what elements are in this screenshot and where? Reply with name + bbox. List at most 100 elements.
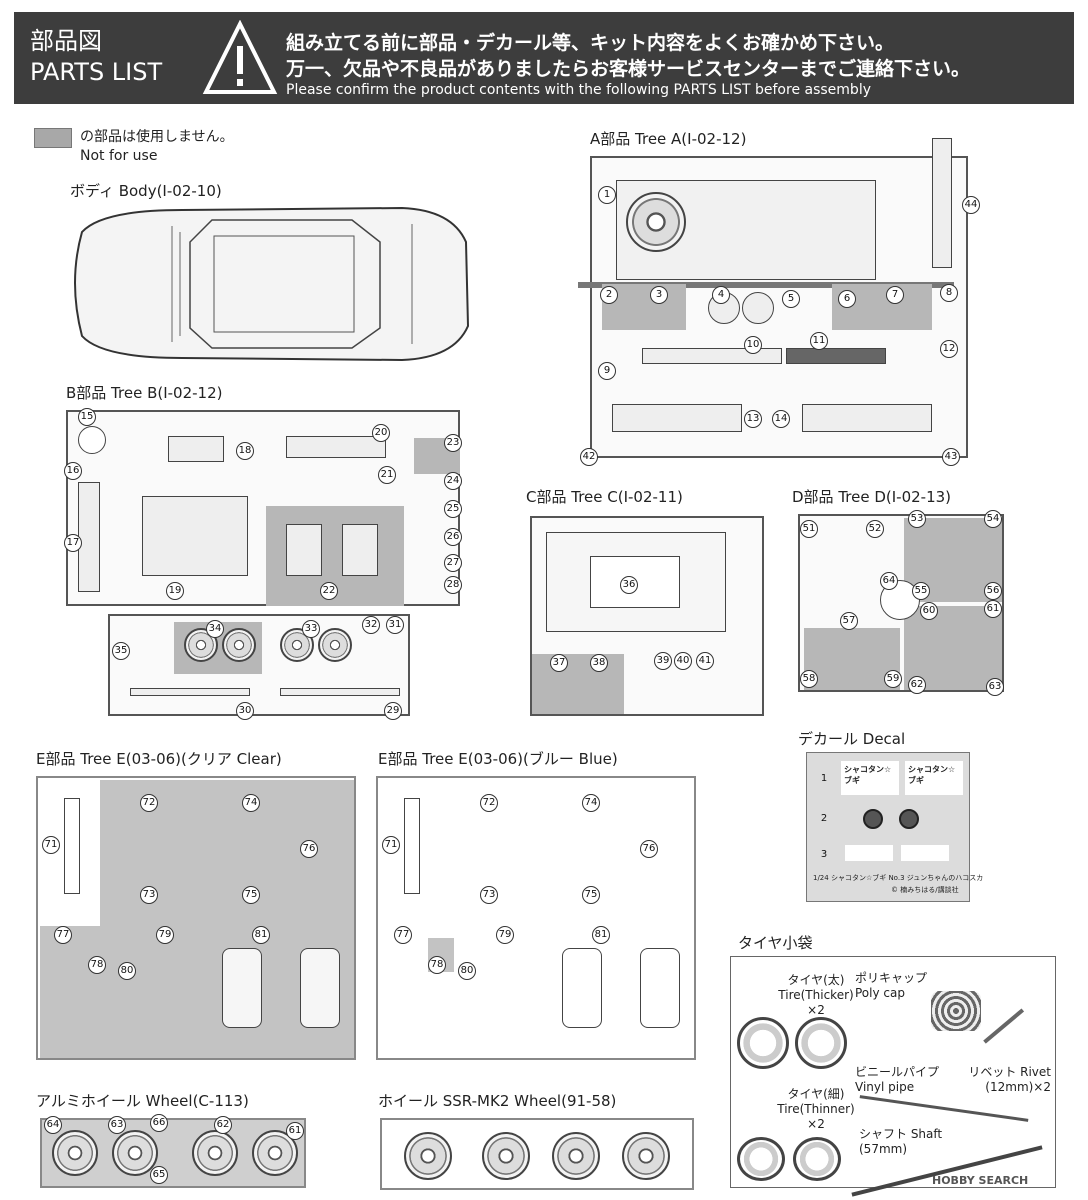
tree-c-label: C部品 Tree C(I-02-11): [526, 488, 683, 506]
part-number: 28: [444, 576, 462, 594]
part-number: 77: [394, 926, 412, 944]
part-number: 33: [302, 620, 320, 638]
seat-part: [142, 496, 248, 576]
polycap-parts: [931, 991, 981, 1031]
runner-bar: [578, 282, 954, 288]
part-number: 65: [150, 1166, 168, 1184]
part-number: 26: [444, 528, 462, 546]
rivet-jp: リベット Rivet: [968, 1065, 1051, 1079]
part-number: 71: [382, 836, 400, 854]
part-number: 59: [884, 670, 902, 688]
warning-triangle-icon: [202, 20, 278, 94]
shaft-label: シャフト Shaft (57mm): [859, 1127, 942, 1157]
page-title: 部品図 PARTS LIST: [30, 26, 162, 88]
part-number: 60: [920, 602, 938, 620]
shaft-en: (57mm): [859, 1142, 908, 1156]
part-number: 30: [236, 702, 254, 720]
decal-caption: 1/24 シャコタン☆ブギ No.3 ジュンちゃんのハコスカ: [813, 874, 984, 882]
part-number: 53: [908, 510, 926, 528]
part-number: 21: [378, 466, 396, 484]
ssr-wheel-2: [482, 1132, 530, 1180]
decal-sheet: 1 2 3 シャコタン☆ブギ シャコタン☆ブギ 1/24 シャコタン☆ブギ No…: [806, 752, 983, 902]
part-number: 77: [54, 926, 72, 944]
part-number: 5: [782, 290, 800, 308]
notice-line-2: 万一、欠品や不良品がありましたらお客様サービスセンターまでご連絡下さい。: [286, 58, 971, 80]
tire-thin-en: Tire(Thinner): [777, 1102, 855, 1116]
tire-thin-label: タイヤ(細) Tire(Thinner) ×2: [771, 1087, 861, 1132]
tree-b-runner-upper: [66, 410, 460, 606]
part-number: 43: [942, 448, 960, 466]
decal-logo-1: シャコタン☆ブギ: [841, 761, 899, 795]
part-number: 8: [940, 284, 958, 302]
wheel-34b: [222, 628, 256, 662]
decal-logo-2: シャコタン☆ブギ: [905, 761, 963, 795]
tire-thin-qty: ×2: [807, 1117, 825, 1131]
part-number: 73: [140, 886, 158, 904]
decal-script-1: [845, 845, 893, 861]
part-number: 81: [592, 926, 610, 944]
part-29: [280, 688, 400, 696]
part-number: 54: [984, 510, 1002, 528]
tire-thick-1: [737, 1017, 789, 1069]
shaft-jp: シャフト Shaft: [859, 1127, 943, 1141]
part-number: 17: [64, 534, 82, 552]
polycap-jp: ポリキャップ: [855, 971, 928, 985]
wheel-62: [192, 1130, 238, 1176]
wheel-33b: [318, 628, 352, 662]
part-number: 71: [42, 836, 60, 854]
part-13: [612, 404, 742, 432]
part-number: 72: [480, 794, 498, 812]
part-number: 74: [242, 794, 260, 812]
part-81a: [222, 948, 262, 1028]
ssr-wheel-3: [552, 1132, 600, 1180]
tire-thick-qty: ×2: [807, 1003, 825, 1017]
part-number: 25: [444, 500, 462, 518]
tire-thin-2: [793, 1137, 841, 1181]
tree-e-clear-label: E部品 Tree E(03-06)(クリア Clear): [36, 750, 282, 768]
gray-zone: [532, 654, 624, 714]
part-number: 2: [600, 286, 618, 304]
tree-e-clear-runner: [36, 776, 356, 1060]
part-number: 75: [582, 886, 600, 904]
part-number: 7: [886, 286, 904, 304]
part-number: 66: [150, 1114, 168, 1132]
part-number: 72: [140, 794, 158, 812]
wheel-ssr-runner: [380, 1118, 694, 1190]
part-number: 15: [78, 408, 96, 426]
part-number: 58: [800, 670, 818, 688]
decal-emblem-1: [863, 809, 883, 829]
part-number: 61: [286, 1122, 304, 1140]
part-number: 27: [444, 554, 462, 572]
part-number: 79: [496, 926, 514, 944]
body-label: ボディ Body(I-02-10): [70, 182, 222, 200]
part-number: 36: [620, 576, 638, 594]
wheel-alu-runner: [40, 1118, 306, 1188]
part-number: 18: [236, 442, 254, 460]
not-used-swatch: [34, 128, 72, 148]
decal-row-number: 1: [820, 773, 828, 784]
part-30: [130, 688, 250, 696]
part-number: 32: [362, 616, 380, 634]
engine-fan-part: [626, 192, 686, 252]
part-number: 80: [458, 962, 476, 980]
tree-b-runner-lower: [108, 614, 410, 716]
part-number: 37: [550, 654, 568, 672]
tree-b-label: B部品 Tree B(I-02-12): [66, 384, 223, 402]
part-number: 78: [88, 956, 106, 974]
vinyl-pipe-part: [859, 1095, 1029, 1122]
tire-thick-2: [795, 1017, 847, 1069]
part-number: 75: [242, 886, 260, 904]
tire-thin-jp: タイヤ(細): [787, 1087, 845, 1101]
part-10: [642, 348, 782, 364]
part-number: 44: [962, 196, 980, 214]
part-44: [932, 138, 952, 268]
wheel-64: [52, 1130, 98, 1176]
tire-bag-label: タイヤ小袋: [738, 934, 813, 952]
part-number: 4: [712, 286, 730, 304]
part-number: 64: [44, 1116, 62, 1134]
part-71: [404, 798, 420, 894]
part-number: 34: [206, 620, 224, 638]
car-body-drawing: [74, 206, 470, 362]
part-number: 63: [108, 1116, 126, 1134]
decal-row-number: 2: [820, 813, 828, 824]
